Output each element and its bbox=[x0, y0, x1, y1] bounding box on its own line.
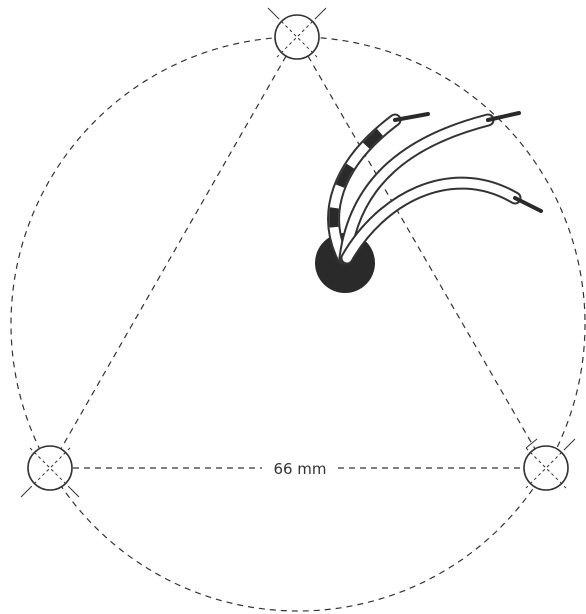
mounting-hole-right bbox=[523, 438, 576, 491]
triangle-edge-left bbox=[49, 36, 298, 469]
triangle-edge-right bbox=[296, 36, 547, 469]
cable-striped bbox=[327, 112, 430, 265]
mounting-hole-top bbox=[267, 7, 327, 60]
mounting-hole-left bbox=[20, 445, 80, 498]
dimension-label: 66 mm bbox=[273, 460, 326, 478]
cable-middle bbox=[338, 111, 521, 265]
outer-dashed-circle bbox=[10, 36, 586, 612]
cable-right bbox=[340, 176, 543, 265]
